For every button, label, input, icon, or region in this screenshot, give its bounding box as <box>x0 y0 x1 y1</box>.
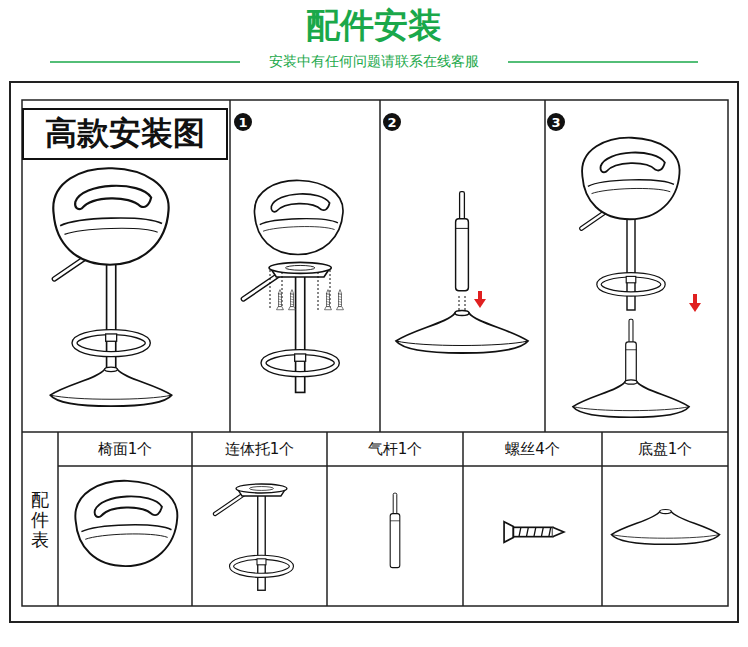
title-box: 高款安装图 <box>22 108 228 160</box>
base-part <box>573 380 689 417</box>
seat-part <box>582 138 680 220</box>
step-two-figure <box>396 192 528 353</box>
screw-part <box>289 290 296 310</box>
table-cell: 气杆1个 <box>327 433 463 466</box>
screws <box>277 290 344 310</box>
frame-grid <box>10 82 738 622</box>
table-cell: 连体托1个 <box>192 433 327 466</box>
guide-line <box>459 296 460 310</box>
rule-left <box>50 61 240 63</box>
arrow-head <box>689 303 701 312</box>
screw-part <box>337 290 344 310</box>
guide-lines <box>270 270 330 310</box>
subtitle-note: 安装中有任何问题请联系在线客服 <box>250 52 498 72</box>
post-part <box>215 484 291 590</box>
arrow-shaft <box>478 291 482 300</box>
grid-line <box>58 465 728 467</box>
stool-base <box>50 367 171 406</box>
box-label: 高款安装图 <box>45 112 205 156</box>
rule-right <box>508 61 698 63</box>
callout-number: 1 <box>234 113 252 131</box>
step-disc <box>234 113 252 131</box>
step-one-figure <box>243 180 343 392</box>
grid-line <box>191 432 193 606</box>
arrow-head <box>474 299 486 308</box>
screw-part <box>277 290 284 310</box>
step-three-figure <box>573 138 701 418</box>
post-part <box>243 262 336 392</box>
grid-line <box>57 432 59 606</box>
callout-number: 2 <box>383 113 401 131</box>
grid-line <box>601 432 603 606</box>
seat-part <box>254 180 343 254</box>
step-discs <box>234 113 565 131</box>
table-heading: 配件表 <box>22 468 58 572</box>
table-cell: 椅面1个 <box>58 433 192 466</box>
guide-line <box>465 296 466 310</box>
guide-line <box>318 272 319 310</box>
outer-frame <box>10 82 738 622</box>
stool-seat <box>53 168 168 264</box>
red-arrow <box>474 291 486 308</box>
grid-line <box>326 432 328 606</box>
inner-frame <box>22 100 728 606</box>
grid-line <box>22 431 728 433</box>
step-disc <box>383 113 401 131</box>
screw-part <box>504 522 564 543</box>
step-disc <box>547 113 565 131</box>
assembled-stool <box>50 168 171 406</box>
rod-part <box>456 192 469 291</box>
grid-line <box>229 100 231 432</box>
grid-line <box>544 100 546 432</box>
base-part <box>396 311 528 354</box>
parts-pictures <box>75 481 719 590</box>
guide-line <box>270 270 271 310</box>
base-part <box>611 510 719 545</box>
table-cell: 底盘1个 <box>602 433 728 466</box>
red-arrow <box>689 294 701 312</box>
callout-number: 3 <box>547 113 565 131</box>
grid-line <box>379 100 381 432</box>
table-cell: 螺丝4个 <box>463 433 602 466</box>
seat-part <box>75 481 177 566</box>
guide-lines <box>459 296 465 310</box>
page-title: 配件安装 <box>0 4 748 48</box>
grid-line <box>462 432 464 606</box>
arrow-shaft <box>693 294 697 304</box>
screw-part <box>325 290 332 310</box>
rod-part <box>390 493 400 567</box>
